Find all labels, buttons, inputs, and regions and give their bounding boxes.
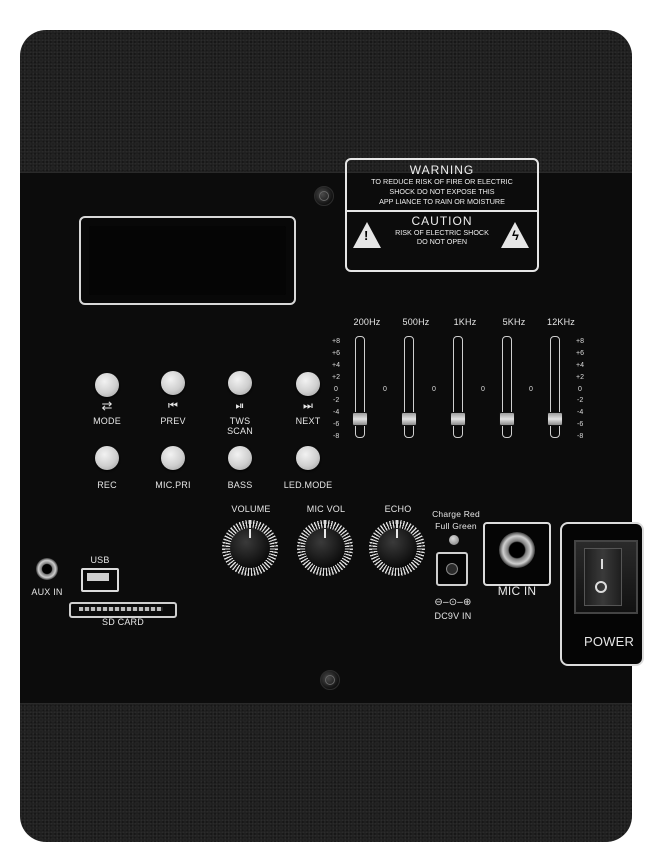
top-screw — [314, 186, 334, 206]
led-mode-label: LED.MODE — [283, 480, 333, 490]
eq-band-label: 12KHz — [546, 317, 575, 327]
eq-band-label: 500Hz — [402, 317, 430, 327]
bottom-screw — [320, 670, 340, 690]
sd-card-label: SD CARD — [102, 617, 144, 627]
led-mode-button[interactable] — [296, 446, 320, 470]
rec-label: REC — [97, 480, 117, 490]
warning-line-2: SHOCK DO NOT EXPOSE THIS — [389, 187, 495, 196]
lcd-display — [79, 216, 296, 305]
bass-button[interactable] — [228, 446, 252, 470]
aux-in-label: AUX IN — [31, 587, 63, 597]
eq-slider-1khz[interactable] — [450, 412, 466, 426]
scan-label: SCAN — [227, 426, 253, 436]
dc-jack[interactable] — [436, 552, 468, 586]
warning-label: WARNING TO REDUCE RISK OF FIRE OR ELECTR… — [345, 158, 539, 272]
eq-band-label: 5KHz — [502, 317, 526, 327]
mic-in-port[interactable] — [483, 522, 551, 586]
warning-title: WARNING — [409, 163, 475, 177]
eq-slider-5khz[interactable] — [499, 412, 515, 426]
dc-polarity-icon: ⊖–⊙–⊕ — [434, 597, 472, 608]
prev-label: PREV — [160, 416, 186, 426]
caution-title: CAUTION — [411, 214, 473, 228]
exclamation-warning-icon: ! — [353, 222, 381, 248]
eq-band-label: 1KHz — [453, 317, 477, 327]
lightning-warning-icon: ϟ — [501, 222, 529, 248]
eq-slider-track — [502, 336, 512, 438]
mic-vol-knob[interactable] — [297, 520, 353, 576]
next-button[interactable] — [296, 372, 320, 396]
eq-slider-track — [453, 336, 463, 438]
usb-label: USB — [90, 555, 110, 565]
power-label: POWER — [584, 634, 635, 649]
led-status-line-2: Full Green — [435, 521, 477, 531]
play-pause-icon: ⏯ — [235, 400, 245, 412]
mic-pri-button[interactable] — [161, 446, 185, 470]
mic-jack[interactable] — [499, 532, 535, 568]
prev-button[interactable] — [161, 371, 185, 395]
next-icon: ⏭ — [302, 400, 314, 412]
next-label: NEXT — [295, 416, 321, 426]
warning-line-3: APP LIANCE TO RAIN OR MOISTURE — [379, 197, 505, 206]
mic-pri-label: MIC.PRI — [155, 480, 191, 490]
led-status-line-1: Charge Red — [432, 509, 480, 519]
caution-line-1: RISK OF ELECTRIC SHOCK — [395, 228, 489, 237]
volume-knob[interactable] — [222, 520, 278, 576]
mode-label: MODE — [93, 416, 121, 426]
eq-slider-12khz[interactable] — [547, 412, 563, 426]
mic-in-label: MIC IN — [497, 584, 537, 598]
tws-label: TWS — [229, 416, 251, 426]
usb-port[interactable] — [81, 568, 119, 592]
warning-line-1: TO REDUCE RISK OF FIRE OR ELECTRIC — [371, 177, 513, 186]
echo-label: ECHO — [384, 504, 412, 514]
mode-button[interactable] — [95, 373, 119, 397]
dc-in-label: DC9V IN — [434, 611, 472, 621]
prev-icon: ⏮ — [167, 400, 179, 412]
aux-in-jack[interactable] — [36, 558, 58, 580]
rec-button[interactable] — [95, 446, 119, 470]
eq-slider-500hz[interactable] — [401, 412, 417, 426]
tws-scan-button[interactable] — [228, 371, 252, 395]
charge-led — [449, 535, 459, 545]
sd-card-slot[interactable] — [69, 602, 177, 618]
eq-band-label: 200Hz — [353, 317, 381, 327]
eq-slider-track — [404, 336, 414, 438]
mic-vol-label: MIC VOL — [306, 504, 346, 514]
speaker-cabinet — [20, 30, 632, 842]
eq-slider-track — [550, 336, 560, 438]
echo-knob[interactable] — [369, 520, 425, 576]
eq-slider-track — [355, 336, 365, 438]
eq-slider-200hz[interactable] — [352, 412, 368, 426]
power-switch[interactable] — [574, 540, 638, 614]
mode-icon: ⇄ — [101, 398, 113, 413]
bass-label: BASS — [227, 480, 253, 490]
volume-label: VOLUME — [231, 504, 271, 514]
caution-line-2: DO NOT OPEN — [416, 237, 468, 246]
